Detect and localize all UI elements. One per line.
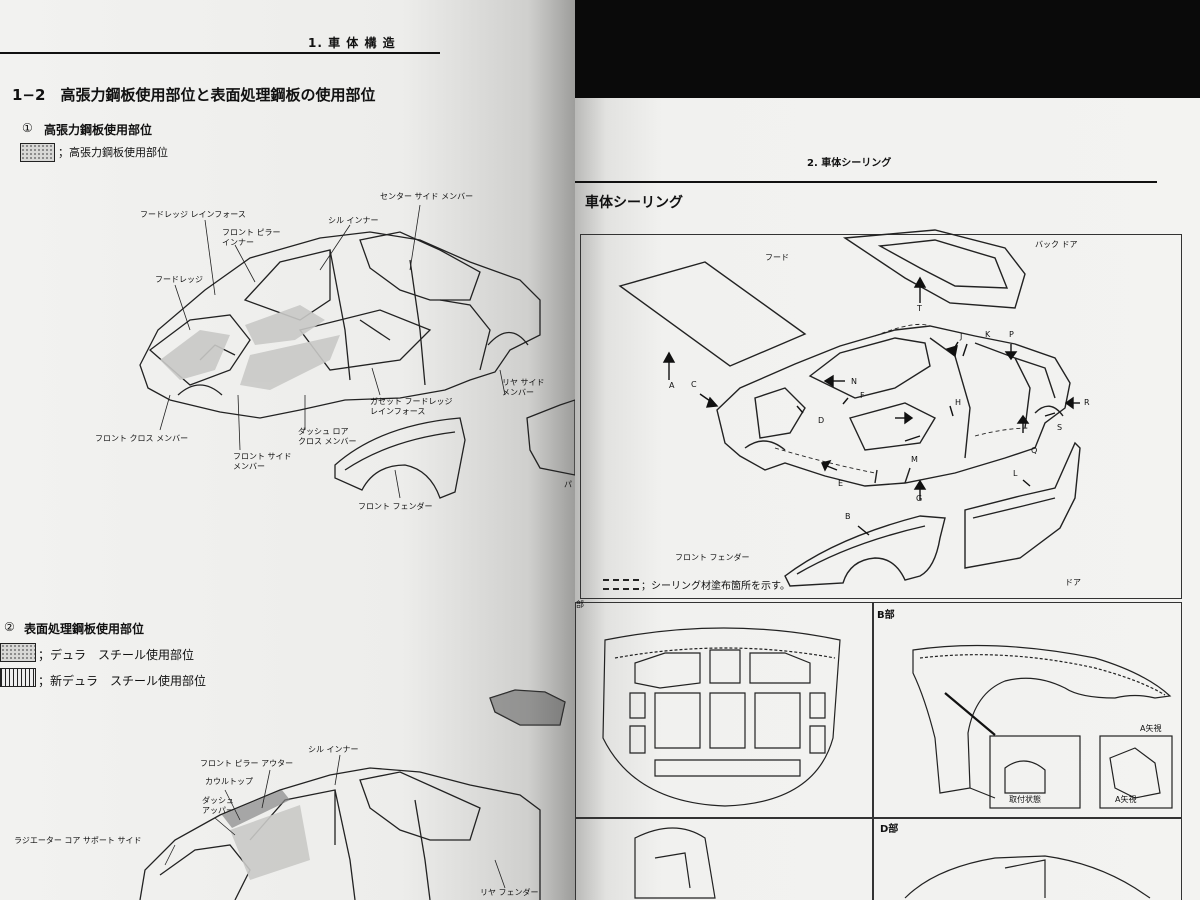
- label-sill-inner-2: シル インナー: [308, 745, 359, 754]
- detail-drawings: [602, 627, 1173, 899]
- label-cut-off: パ: [564, 480, 572, 489]
- label-rear-side-member: リヤ サイド メンバー: [502, 378, 545, 397]
- marker-b: B: [845, 512, 851, 521]
- detail-panel-b: [872, 602, 1182, 819]
- label-front-pillar-inner: フロント ピラー インナー: [222, 228, 281, 247]
- label-gusset: ガセット フードレッジ レインフォース: [370, 397, 453, 416]
- label-cowl-top: カウルトップ: [205, 777, 253, 786]
- detail-a-tag: 部: [576, 600, 584, 609]
- detail-a-view-label: A矢視: [1140, 724, 1162, 733]
- legend-swatch-high-tensile: [20, 143, 55, 162]
- label-sill-inner: シル インナー: [328, 216, 379, 225]
- left-page: 1. 車 体 構 造 1−2 高張力鋼板使用部位と表面処理鋼板の使用部位 ① 高…: [0, 0, 575, 900]
- detail-panel-a: [575, 602, 874, 819]
- subsection-2-number: ②: [4, 620, 15, 634]
- label-door: ドア: [1065, 578, 1081, 587]
- label-back-door: バック ドア: [1035, 240, 1078, 249]
- legend-high-tensile: ；高張力鋼板使用部位: [58, 146, 168, 159]
- label-front-side-member: フロント サイド メンバー: [233, 452, 292, 471]
- left-page-header: 1. 車 体 構 造: [308, 36, 396, 50]
- marker-q: Q: [1031, 446, 1038, 455]
- label-hood-ledge: フードレッジ: [155, 275, 203, 284]
- right-page-header: 2. 車体シーリング: [807, 158, 892, 169]
- marker-e: E: [838, 479, 844, 488]
- label-rear-fender: リヤ フェンダー: [480, 888, 539, 897]
- marker-l: L: [1013, 469, 1018, 478]
- body-structure-diagram: [139, 204, 575, 499]
- marker-a: A: [669, 381, 675, 390]
- sealing-diagram: [618, 229, 1081, 587]
- marker-d: D: [818, 416, 825, 425]
- marker-p: P: [1009, 330, 1014, 339]
- subsection-1-title: 高張力鋼板使用部位: [44, 123, 153, 137]
- marker-t: T: [917, 304, 922, 313]
- detail-panel-d: [872, 817, 1182, 900]
- marker-m: M: [911, 455, 918, 464]
- section-title: 1−2 高張力鋼板使用部位と表面処理鋼板の使用部位: [12, 86, 376, 104]
- legend-new-dura-steel: ；新デュラ スチール使用部位: [38, 674, 207, 688]
- detail-a-view-label-2: A矢視: [1115, 795, 1137, 804]
- label-center-side-member: センター サイド メンバー: [380, 192, 474, 201]
- marker-n: N: [851, 377, 857, 386]
- right-page: 2. 車体シーリング 車体シーリング: [575, 98, 1200, 900]
- marker-k: K: [985, 330, 991, 339]
- legend-dura-steel: ；デュラ スチール使用部位: [38, 648, 195, 662]
- label-front-cross-member: フロント クロス メンバー: [95, 434, 189, 443]
- detail-panel-c: [575, 817, 874, 900]
- marker-h: H: [955, 398, 962, 407]
- sealing-legend-swatch: [603, 579, 639, 590]
- surface-treatment-diagram: [139, 689, 566, 900]
- marker-f: F: [860, 391, 865, 400]
- label-radiator-core-support: ラジエーター コア サポート サイド: [14, 836, 142, 845]
- detail-d-title: D部: [880, 824, 899, 835]
- subsection-1-number: ①: [22, 121, 33, 135]
- label-front-fender: フロント フェンダー: [358, 502, 433, 511]
- label-hood-ledge-reinforce: フードレッジ レインフォース: [140, 210, 246, 219]
- marker-s: S: [1057, 423, 1063, 432]
- label-dash-lower-cross-member: ダッシュ ロア クロス メンバー: [298, 427, 357, 446]
- legend-swatch-dura-steel: [0, 643, 36, 662]
- legend-swatch-new-dura-steel: [0, 668, 36, 687]
- label-front-fender-right: フロント フェンダー: [675, 553, 750, 562]
- label-hood: フード: [765, 253, 789, 262]
- sealing-legend-note: ；シーリング材塗布箇所を示す。: [641, 581, 790, 592]
- label-front-pillar-outer: フロント ピラー アウター: [200, 759, 294, 768]
- marker-r: R: [1084, 398, 1090, 407]
- marker-c: C: [691, 380, 697, 389]
- detail-b-title: B部: [877, 610, 895, 621]
- label-dash-upper: ダッシュ アッパー: [202, 796, 234, 815]
- sealing-title: 車体シーリング: [585, 195, 683, 211]
- marker-g: G: [916, 494, 923, 503]
- marker-j: J: [960, 332, 963, 341]
- left-header-rule: [0, 52, 440, 54]
- subsection-2-title: 表面処理鋼板使用部位: [24, 622, 145, 636]
- detail-mount-state-label: 取付状態: [1009, 795, 1041, 804]
- right-header-rule: [575, 181, 1157, 183]
